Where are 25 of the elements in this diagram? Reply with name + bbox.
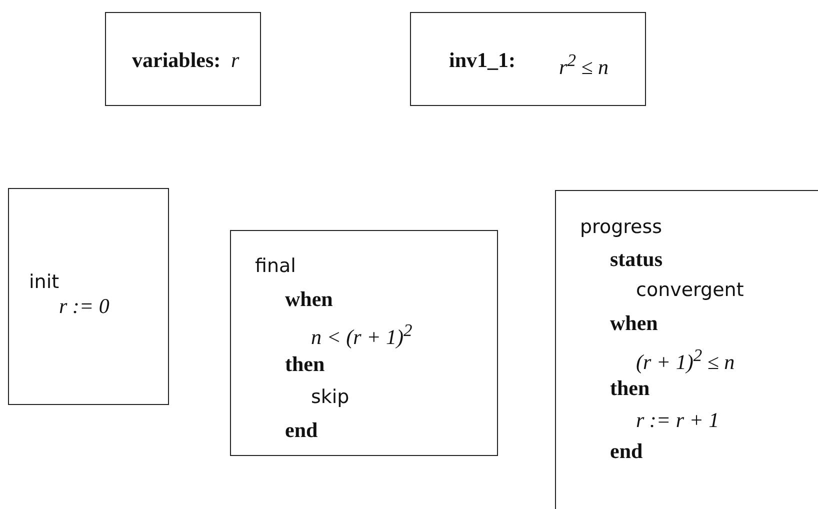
text-box [105, 12, 261, 106]
keyword-label: then [610, 375, 650, 401]
text-label: final [255, 254, 296, 279]
formula-text: r [231, 47, 240, 73]
formula-text: r$^{2}$ ≤ n [559, 49, 608, 80]
keyword-label: status [610, 246, 663, 272]
formula-text: r := r + 1 [636, 407, 720, 433]
text-label: init [29, 270, 60, 295]
keyword-label: end [285, 417, 318, 443]
text-label: skip [311, 385, 350, 410]
text-box [230, 230, 498, 456]
keyword-label: end [610, 438, 643, 464]
keyword-label: variables: [132, 47, 221, 73]
text-box [410, 12, 646, 106]
formula-text: r := 0 [59, 293, 110, 319]
keyword-label: then [285, 351, 325, 377]
text-box [555, 190, 818, 509]
text-label: progress [580, 215, 662, 240]
keyword-label: when [610, 310, 658, 336]
text-label: convergent [636, 278, 744, 303]
keyword-label: inv1_1: [449, 47, 516, 73]
keyword-label: when [285, 286, 333, 312]
formula-text: n < (r + 1)$^{2}$ [311, 319, 412, 350]
formula-text: (r + 1)$^{2}$ ≤ n [636, 344, 735, 375]
text-box [8, 188, 169, 405]
